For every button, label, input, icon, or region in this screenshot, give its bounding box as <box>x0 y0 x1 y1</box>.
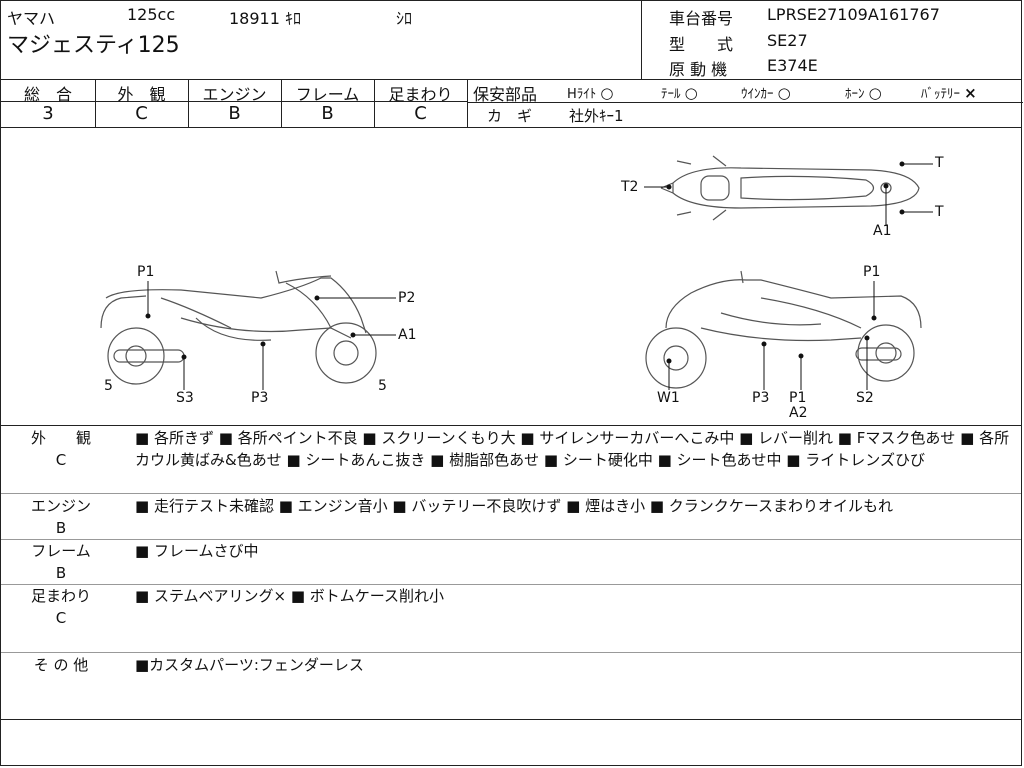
safety-item-headlight: Hﾗｲﾄ ○ <box>567 83 614 102</box>
cond-suspension-head: 足まわり C <box>1 585 121 629</box>
safety-item-name: Hﾗｲﾄ <box>567 87 597 102</box>
displacement: 125cc <box>127 5 176 24</box>
divider <box>1 425 1021 426</box>
grade-label-suspension: 足まわり <box>388 85 453 104</box>
grade-label-overall: 総 合 <box>23 85 72 104</box>
safety-item-status: ○ <box>600 84 614 102</box>
diagram-label: P1 <box>789 390 807 406</box>
frame-no-label: 車台番号 <box>669 9 734 28</box>
divider <box>95 79 96 127</box>
divider <box>1 539 1021 540</box>
diagram-label: T2 <box>621 179 639 195</box>
diagram-label: S3 <box>176 390 194 406</box>
divider <box>1 584 1021 585</box>
color: ｼﾛ <box>396 9 413 28</box>
leader-lines <box>145 161 933 390</box>
grade-label-engine: エンジン <box>202 85 267 104</box>
safety-label: 保安部品 <box>473 85 538 104</box>
cond-label: エンジン <box>30 497 91 515</box>
cond-frame-text: ■ フレームさび中 <box>135 542 259 560</box>
model-code-label: 型 式 <box>669 35 734 54</box>
cond-other-text: ■カスタムパーツ:フェンダーレス <box>135 656 364 674</box>
diagram-label: A2 <box>789 405 808 421</box>
divider <box>1 79 1021 80</box>
cond-other-head: そ の 他 <box>1 654 121 676</box>
key-value: 社外ｷｰ1 <box>569 107 624 125</box>
safety-item-status: ○ <box>777 84 791 102</box>
safety-item-name: ﾎｰﾝ <box>845 87 865 102</box>
header-divider <box>641 1 642 79</box>
grade-label-exterior: 外 観 <box>117 85 166 104</box>
cond-suspension-text: ■ ステムベアリング× ■ ボトムケース削れ小 <box>135 587 445 605</box>
diagram-label: P3 <box>251 390 269 406</box>
diagram-label: P1 <box>137 264 155 280</box>
cond-frame-head: フレーム B <box>1 540 121 584</box>
divider <box>1 127 1021 128</box>
diagram-label: P2 <box>398 290 416 306</box>
safety-item-name: ｳｲﾝｶｰ <box>741 87 774 102</box>
grade-value-overall: 3 <box>42 103 54 124</box>
grade-value-engine: B <box>228 103 241 124</box>
divider <box>374 79 375 127</box>
diagram-label: P1 <box>863 264 881 280</box>
safety-item-winker: ｳｲﾝｶｰ ○ <box>741 83 791 102</box>
diagram-label: A1 <box>873 223 892 239</box>
engine-code-label: 原 動 機 <box>669 60 728 79</box>
grade-value-suspension: C <box>414 103 427 124</box>
grade-label-frame: フレーム <box>295 85 360 104</box>
diagram-label: 5 <box>378 378 387 394</box>
cond-grade: B <box>55 564 67 582</box>
divider <box>467 102 1023 103</box>
divider <box>1 493 1021 494</box>
grade-value-exterior: C <box>135 103 148 124</box>
key-label: カ ギ <box>487 107 533 125</box>
divider <box>188 79 189 127</box>
model-name: マジェスティ125 <box>7 33 180 58</box>
cond-grade: C <box>55 609 67 627</box>
safety-item-tail: ﾃｰﾙ ○ <box>661 83 698 102</box>
mileage: 18911 ｷﾛ <box>229 5 301 29</box>
engine-code: E374E <box>767 56 818 75</box>
safety-item-name: ﾊﾞｯﾃﾘｰ <box>921 87 960 102</box>
grade-value-frame: B <box>321 103 334 124</box>
diagram-label: T <box>935 155 944 171</box>
diagram-label: A1 <box>398 327 417 343</box>
cond-grade: C <box>55 451 67 469</box>
cond-exterior-text: ■ 各所きず ■ 各所ペイント不良 ■ スクリーンくもり大 ■ サイレンサーカバ… <box>135 429 1010 469</box>
mileage-value: 18911 <box>229 9 280 28</box>
safety-item-name: ﾃｰﾙ <box>661 87 681 102</box>
safety-item-horn: ﾎｰﾝ ○ <box>845 83 882 102</box>
diagram-label: W1 <box>657 390 680 406</box>
divider <box>1 101 467 102</box>
safety-item-status: ○ <box>684 84 698 102</box>
cond-grade: B <box>55 519 67 537</box>
maker: ヤマハ <box>7 9 56 28</box>
bike-right-view-icon <box>645 270 922 389</box>
cond-label: そ の 他 <box>33 656 89 674</box>
divider <box>1 719 1021 720</box>
safety-item-status: ○ <box>868 84 882 102</box>
diagram-label: 5 <box>104 378 113 394</box>
frame-no: LPRSE27109A161767 <box>767 5 940 24</box>
bike-diagram <box>100 155 933 390</box>
bike-top-view-icon <box>660 155 920 221</box>
cond-label: 足まわり <box>30 587 91 605</box>
divider <box>281 79 282 127</box>
bike-left-view-icon <box>100 270 377 385</box>
cond-engine-text: ■ 走行テスト未確認 ■ エンジン音小 ■ バッテリー不良吹けず ■ 煙はき小 … <box>135 497 894 515</box>
diagram-label: S2 <box>856 390 874 406</box>
cond-exterior-head: 外 観 C <box>1 427 121 471</box>
cond-engine-head: エンジン B <box>1 495 121 539</box>
cond-label: 外 観 <box>30 429 91 447</box>
mileage-unit: ｷﾛ <box>285 9 302 28</box>
diagram-label: T <box>935 204 944 220</box>
cond-label: フレーム <box>31 542 91 560</box>
divider <box>1 652 1021 653</box>
safety-item-status: × <box>964 84 977 102</box>
model-code: SE27 <box>767 31 808 50</box>
diagram-label: P3 <box>752 390 770 406</box>
divider <box>467 79 468 127</box>
safety-item-battery: ﾊﾞｯﾃﾘｰ × <box>921 83 977 102</box>
